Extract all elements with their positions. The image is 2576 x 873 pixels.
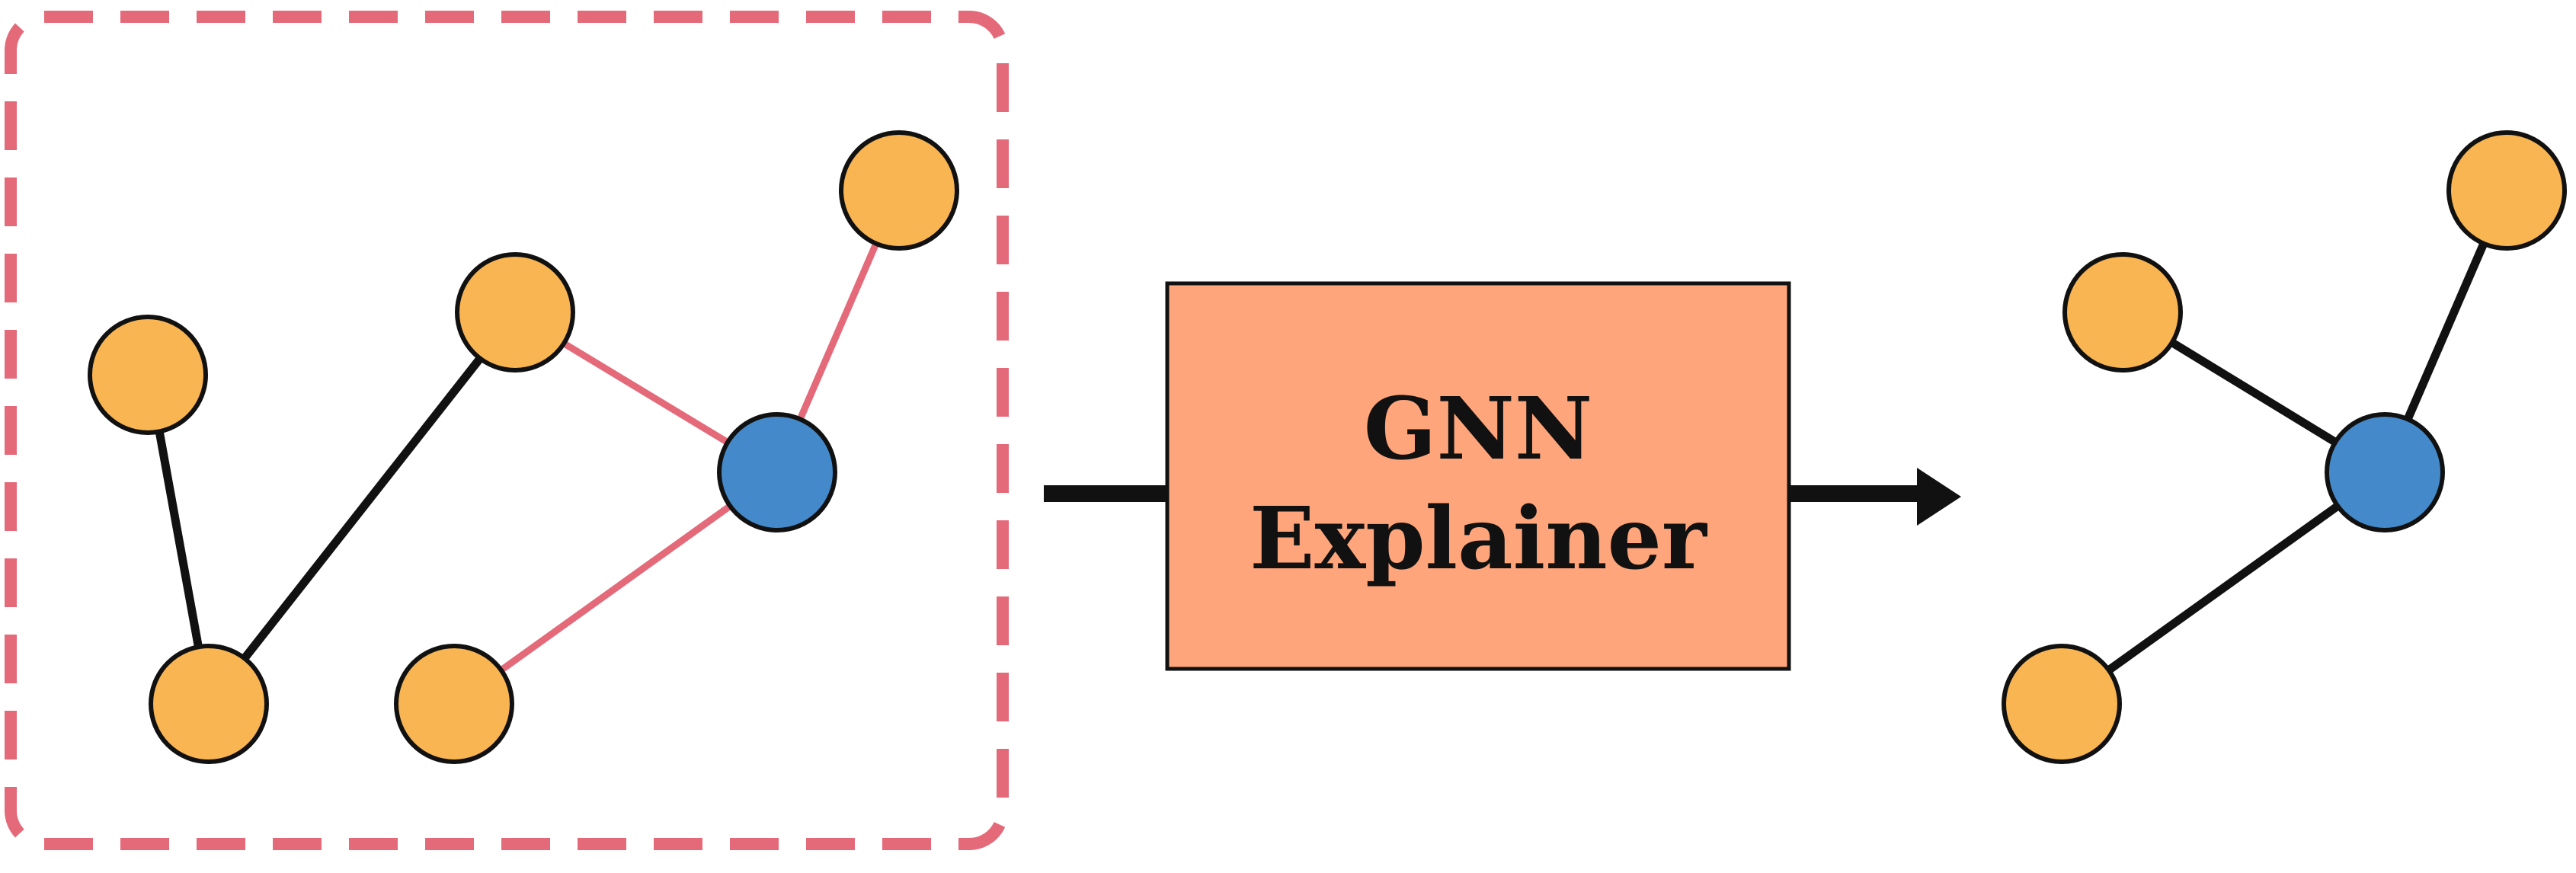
input-highlight-edge-3 <box>452 469 779 707</box>
input-graph-dashed-frame <box>5 11 1009 850</box>
input-node-2 <box>455 252 575 373</box>
input-node-5 <box>394 644 514 764</box>
gnn-explainer-box: GNN Explainer <box>1165 281 1791 671</box>
input-node-4 <box>149 644 269 764</box>
input-graph <box>5 11 1009 850</box>
explanation-node-2 <box>2446 130 2567 251</box>
explanation-subgraph <box>2002 130 2567 764</box>
gnn-explainer-title-line2: Explainer <box>1250 489 1708 589</box>
explanation-target-node <box>2325 412 2445 532</box>
input-node-1 <box>88 315 208 435</box>
output-arrow <box>1789 468 1961 526</box>
gnn-explainer-rect <box>1165 281 1791 671</box>
explanation-node-3 <box>2002 644 2122 764</box>
gnn-explainer-title-line1: GNN <box>1364 379 1592 479</box>
input-target-node <box>717 412 837 532</box>
explanation-edge-3 <box>2059 468 2388 708</box>
arrow-head-icon <box>1917 468 1961 526</box>
input-edge-2 <box>205 311 519 707</box>
explanation-node-1 <box>2062 252 2183 373</box>
input-node-3 <box>839 130 959 251</box>
